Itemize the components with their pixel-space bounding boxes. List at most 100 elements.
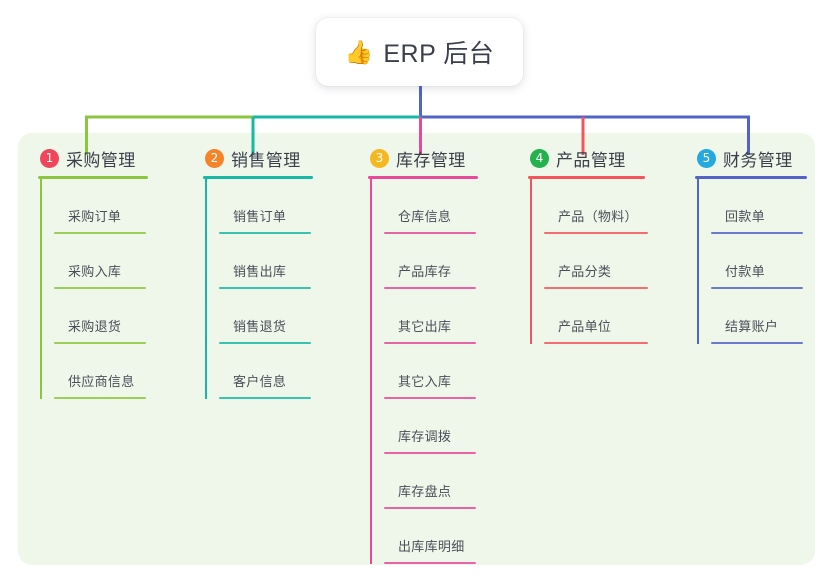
branch-spine-3 (370, 179, 372, 564)
branch-underline-3 (368, 176, 478, 179)
branch-badge-3: 3 (370, 148, 389, 168)
branch-1: 1 采购管理采购订单采购入库采购退货供应商信息 (38, 146, 148, 399)
child-node-label: 仓库信息 (398, 209, 452, 224)
child-node-underline (384, 287, 476, 289)
child-node-label: 库存调拨 (398, 429, 452, 444)
branch-spine-5 (697, 179, 699, 344)
branch-underline-5 (695, 176, 807, 179)
branch-underline-1 (38, 176, 148, 179)
child-node-underline (54, 232, 146, 234)
child-node[interactable]: 产品库存 (384, 234, 478, 289)
child-node-label: 产品（物料） (558, 209, 638, 224)
child-node-underline (384, 562, 476, 564)
child-node-label: 其它入库 (398, 374, 452, 389)
child-node-underline (544, 232, 648, 234)
child-node[interactable]: 产品单位 (544, 289, 648, 344)
branch-badge-2: 2 (205, 148, 224, 168)
branch-children-3: 仓库信息产品库存其它出库其它入库库存调拨库存盘点出库库明细 (368, 179, 478, 564)
branch-children-2: 销售订单销售出库销售退货客户信息 (203, 179, 313, 399)
child-node-underline (711, 232, 803, 234)
child-node[interactable]: 结算账户 (711, 289, 807, 344)
child-node-label: 回款单 (725, 209, 765, 224)
child-node[interactable]: 其它入库 (384, 344, 478, 399)
branch-3: 3 库存管理仓库信息产品库存其它出库其它入库库存调拨库存盘点出库库明细 (368, 146, 478, 564)
child-node-label: 销售订单 (233, 209, 287, 224)
branch-spine-1 (40, 179, 42, 399)
child-node[interactable]: 库存调拨 (384, 399, 478, 454)
child-node-label: 库存盘点 (398, 484, 452, 499)
child-node-underline (384, 342, 476, 344)
child-node[interactable]: 客户信息 (219, 344, 313, 399)
child-node[interactable]: 回款单 (711, 179, 807, 234)
child-node-underline (384, 507, 476, 509)
child-node-label: 销售出库 (233, 264, 287, 279)
child-node-underline (54, 397, 146, 399)
child-node-underline (219, 342, 311, 344)
child-node-underline (219, 287, 311, 289)
branch-badge-5: 5 (697, 148, 716, 168)
child-node-label: 采购入库 (68, 264, 122, 279)
child-node[interactable]: 出库库明细 (384, 509, 478, 564)
child-node-underline (711, 342, 803, 344)
root-node[interactable]: 👍 ERP 后台 (316, 18, 523, 86)
branch-header-3[interactable]: 3 库存管理 (368, 146, 478, 170)
branch-spine-4 (530, 179, 532, 344)
child-node[interactable]: 采购退货 (54, 289, 148, 344)
branch-header-1[interactable]: 1 采购管理 (38, 146, 148, 170)
branch-underline-4 (528, 176, 645, 179)
child-node-label: 结算账户 (725, 319, 779, 334)
branch-header-5[interactable]: 5 财务管理 (695, 146, 807, 170)
child-node[interactable]: 供应商信息 (54, 344, 148, 399)
branch-spine-2 (205, 179, 207, 399)
child-node-label: 客户信息 (233, 374, 287, 389)
child-node-underline (544, 287, 648, 289)
branch-label-2: 销售管理 (231, 150, 301, 170)
root-node-content: 👍 ERP 后台 (345, 34, 495, 70)
child-node[interactable]: 销售退货 (219, 289, 313, 344)
child-node-underline (384, 232, 476, 234)
branch-children-1: 采购订单采购入库采购退货供应商信息 (38, 179, 148, 399)
child-node-underline (384, 397, 476, 399)
child-node-label: 产品分类 (558, 264, 612, 279)
child-node[interactable]: 其它出库 (384, 289, 478, 344)
branch-badge-4: 4 (530, 148, 549, 168)
child-node-underline (54, 287, 146, 289)
child-node-label: 产品库存 (398, 264, 452, 279)
child-node-underline (384, 452, 476, 454)
branch-5: 5 财务管理回款单付款单结算账户 (695, 146, 807, 344)
diagram-background-panel (18, 133, 815, 565)
child-node-underline (544, 342, 648, 344)
branch-2: 2 销售管理销售订单销售出库销售退货客户信息 (203, 146, 313, 399)
child-node-label: 采购订单 (68, 209, 122, 224)
root-node-label: ERP 后台 (383, 40, 495, 68)
child-node-underline (711, 287, 803, 289)
branch-label-3: 库存管理 (396, 150, 466, 170)
branch-header-2[interactable]: 2 销售管理 (203, 146, 313, 170)
child-node[interactable]: 产品分类 (544, 234, 648, 289)
child-node-label: 销售退货 (233, 319, 287, 334)
child-node-label: 付款单 (725, 264, 765, 279)
branch-children-5: 回款单付款单结算账户 (695, 179, 807, 344)
child-node-underline (219, 397, 311, 399)
child-node[interactable]: 产品（物料） (544, 179, 648, 234)
child-node-label: 其它出库 (398, 319, 452, 334)
child-node[interactable]: 库存盘点 (384, 454, 478, 509)
branch-children-4: 产品（物料） 产品分类产品单位 (528, 179, 648, 344)
child-node[interactable]: 仓库信息 (384, 179, 478, 234)
child-node[interactable]: 销售出库 (219, 234, 313, 289)
child-node[interactable]: 采购订单 (54, 179, 148, 234)
branch-label-1: 采购管理 (66, 150, 136, 170)
child-node-label: 供应商信息 (68, 374, 135, 389)
branch-underline-2 (203, 176, 313, 179)
child-node[interactable]: 付款单 (711, 234, 807, 289)
child-node[interactable]: 销售订单 (219, 179, 313, 234)
child-node-label: 产品单位 (558, 319, 612, 334)
child-node-underline (219, 232, 311, 234)
branch-label-5: 财务管理 (723, 150, 793, 170)
branch-badge-1: 1 (40, 148, 59, 168)
child-node[interactable]: 采购入库 (54, 234, 148, 289)
thumbs-up-icon: 👍 (344, 38, 374, 65)
